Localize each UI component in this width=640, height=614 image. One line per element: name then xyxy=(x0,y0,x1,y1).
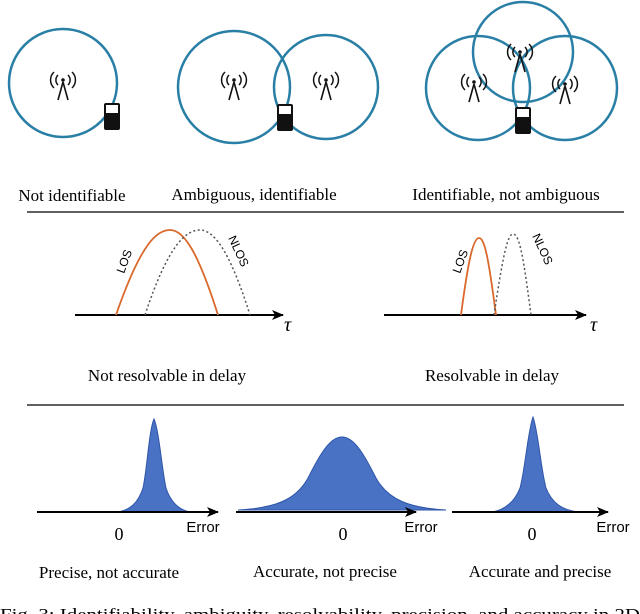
nlos-curve xyxy=(493,233,532,316)
antenna-icon xyxy=(506,43,534,73)
error-distribution xyxy=(117,417,191,513)
phone-icon xyxy=(277,104,293,131)
antenna-icon xyxy=(220,71,248,101)
los-curve xyxy=(460,237,497,316)
nlos-label: NLOS xyxy=(225,233,252,269)
delay-panel-not-resolvable: LOS NLOS τ xyxy=(75,229,292,336)
label-accurate-not-precise: Accurate, not precise xyxy=(253,562,397,581)
coverage-circle xyxy=(471,0,575,104)
label-precise-not-accurate: Precise, not accurate xyxy=(39,563,179,582)
coverage-panel-ambiguous xyxy=(176,29,380,145)
error-panel-accurate-and-precise: 0 Error xyxy=(452,415,630,544)
label-ambiguous-identifiable: Ambiguous, identifiable xyxy=(171,185,336,204)
error-axis-label: Error xyxy=(404,519,437,536)
tau-symbol: τ xyxy=(284,314,292,336)
antenna-icon xyxy=(49,71,77,101)
los-curve xyxy=(115,229,219,316)
label-resolvable: Resolvable in delay xyxy=(425,366,560,385)
label-accurate-and-precise: Accurate and precise xyxy=(469,562,612,581)
tau-symbol: τ xyxy=(590,314,598,336)
zero-label: 0 xyxy=(339,524,348,544)
label-identifiable-not-ambiguous: Identifiable, not ambiguous xyxy=(412,185,599,204)
error-distribution xyxy=(237,436,447,511)
zero-label: 0 xyxy=(528,524,537,544)
antenna-icon xyxy=(460,73,488,103)
los-label: LOS xyxy=(114,248,135,275)
label-not-resolvable: Not resolvable in delay xyxy=(88,366,247,385)
antenna-icon xyxy=(312,71,340,101)
coverage-circle xyxy=(424,34,532,142)
error-panel-accurate-not-precise: 0 Error xyxy=(236,436,447,544)
nlos-label: NLOS xyxy=(529,231,556,267)
error-axis-label: Error xyxy=(186,519,219,536)
label-not-identifiable: Not identifiable xyxy=(18,186,125,205)
coverage-circle xyxy=(272,33,380,141)
phone-icon xyxy=(515,107,531,134)
phone-icon xyxy=(104,103,120,130)
coverage-panel-identifiable xyxy=(424,0,619,142)
figure-caption: Fig. 3: Identifiability, ambiguity, reso… xyxy=(0,605,640,614)
coverage-circle xyxy=(511,34,619,142)
error-axis-label: Error xyxy=(596,519,629,536)
coverage-circle xyxy=(176,29,292,145)
error-panel-precise-not-accurate: 0 Error xyxy=(37,417,220,544)
coverage-panel-not-identifiable xyxy=(7,27,120,139)
coverage-circle xyxy=(7,27,119,139)
error-distribution xyxy=(491,415,579,513)
zero-label: 0 xyxy=(115,524,124,544)
delay-panel-resolvable: LOS NLOS τ xyxy=(384,231,598,336)
